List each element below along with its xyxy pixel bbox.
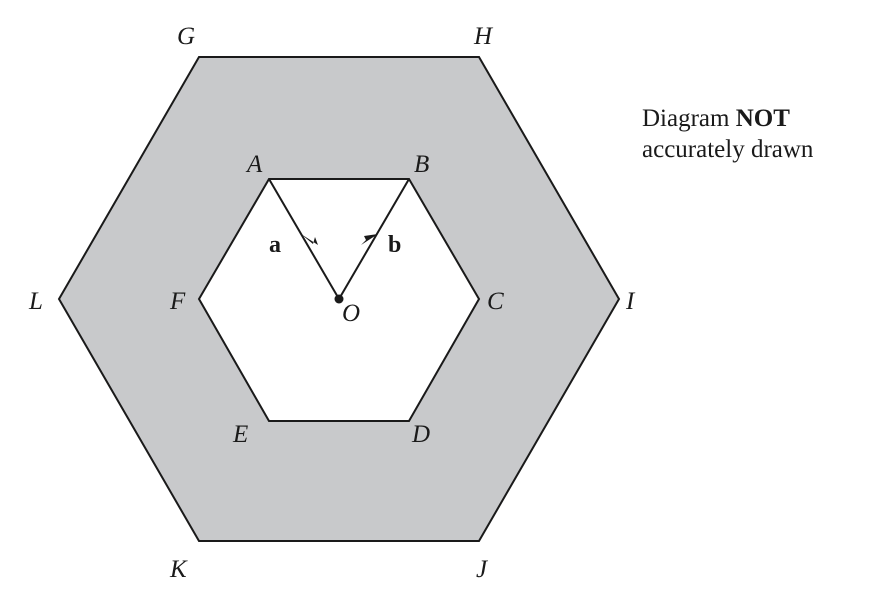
vertex-label-i: I xyxy=(625,288,636,315)
vertex-label-a: A xyxy=(245,151,263,178)
vector-label-b: b xyxy=(388,232,401,258)
vertex-label-d: D xyxy=(411,421,430,448)
not-to-scale-note: Diagram NOT accurately drawn xyxy=(642,103,813,165)
vector-label-a: a xyxy=(269,232,281,258)
note-line-1: Diagram NOT xyxy=(642,103,813,134)
vertex-label-b: B xyxy=(414,151,429,178)
centre-label-o: O xyxy=(342,300,360,327)
vector-b-line xyxy=(338,178,410,300)
vertex-label-k: K xyxy=(169,556,188,583)
vector-b-arrowhead xyxy=(361,234,378,245)
vertex-label-g: G xyxy=(177,23,195,50)
note-prefix: Diagram xyxy=(642,105,730,132)
vertex-label-l: L xyxy=(28,288,43,315)
note-line-2: accurately drawn xyxy=(642,136,814,163)
vertex-label-j: J xyxy=(476,556,489,583)
note-bold-word: NOT xyxy=(735,105,790,132)
vertex-label-c: C xyxy=(487,288,504,315)
vertex-label-h: H xyxy=(473,23,494,50)
vector-a-arrowhead xyxy=(301,234,318,245)
vertex-label-f: F xyxy=(169,288,186,315)
centre-point-o xyxy=(334,294,344,304)
vector-a-line xyxy=(268,178,340,300)
vertex-label-e: E xyxy=(232,421,248,448)
